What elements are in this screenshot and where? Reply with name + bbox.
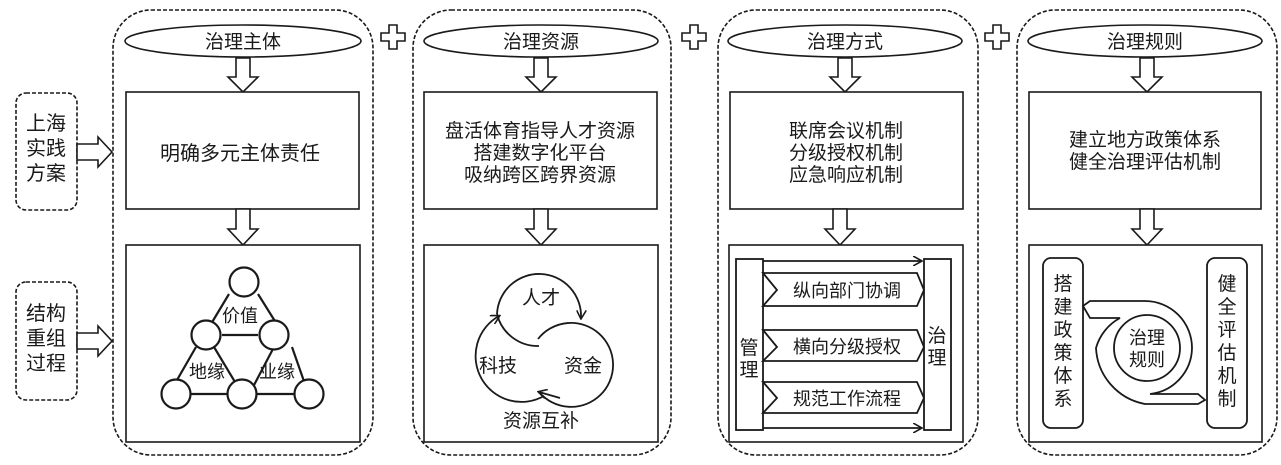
chevron-arrow — [760, 329, 925, 362]
vertical-char: 搭 — [1053, 273, 1072, 295]
panel-box-text: 应急响应机制 — [789, 164, 903, 186]
arrow-down-icon — [226, 57, 260, 94]
policy-system-label: 搭建政策体系 — [1053, 273, 1072, 410]
network-edge — [213, 346, 239, 388]
manage-to-govern-figure — [735, 258, 952, 431]
rule-center-label: 规则 — [1129, 350, 1165, 371]
network-label-industry: 业缘 — [259, 362, 295, 383]
vertical-char: 制 — [1217, 388, 1236, 410]
cycle-arc-talent — [496, 273, 581, 318]
panel-title: 治理方式 — [807, 31, 883, 53]
plus-icon — [380, 24, 406, 50]
rule-center-circle — [1113, 314, 1181, 382]
vertical-char: 评 — [1217, 319, 1236, 341]
arrow-down-icon — [524, 57, 558, 94]
arrow-down-icon — [226, 208, 260, 247]
evaluation-label: 健全评估机制 — [1217, 273, 1236, 410]
rule-loop-figure — [1042, 257, 1248, 429]
panel-governance-methods: 治理方式 联席会议机制 分级授权机制 应急响应机制 管理 治理 纵向部门协调 横… — [717, 9, 979, 456]
network-edge — [252, 346, 275, 388]
vertical-char: 系 — [1053, 388, 1072, 410]
rule-center-label: 治理 — [1129, 328, 1165, 349]
arrow-down-icon — [828, 57, 862, 94]
left-label-line: 上海 — [26, 111, 66, 135]
panel-title: 治理主体 — [205, 31, 281, 53]
cycle-arc-tech — [474, 316, 545, 403]
cycle-label-tech: 科技 — [479, 355, 517, 377]
panel-box-text: 搭建数字化平台 — [473, 142, 606, 164]
arrow-right-icon — [76, 323, 114, 359]
chevron-label: 规范工作流程 — [793, 389, 901, 410]
govern-label: 治理 — [927, 325, 946, 369]
arrow-down-icon — [524, 208, 558, 247]
cycle-arc-funds-tail — [539, 392, 561, 398]
arrow-down-icon — [1130, 57, 1164, 94]
panel-governance-rules: 治理规则 建立地方政策体系 健全治理评估机制 治理 规则 搭建政策体系 健全评估… — [1016, 9, 1278, 456]
vertical-char: 策 — [1053, 342, 1072, 364]
chevron-arrow — [761, 272, 925, 307]
arrow-down-icon — [1130, 208, 1164, 247]
chevron-label: 纵向部门协调 — [793, 281, 901, 302]
cycle-arc-funds — [537, 321, 614, 408]
network-label-value: 价值 — [222, 306, 258, 327]
cycle-caption: 资源互补 — [503, 410, 579, 432]
vertical-char: 政 — [1053, 319, 1072, 341]
vertical-char: 机 — [1217, 365, 1236, 387]
network-node — [190, 319, 222, 351]
arrow-right-icon — [76, 134, 114, 170]
manage-label: 管理 — [739, 337, 758, 381]
network-node — [293, 378, 325, 410]
network-label-geo: 地缘 — [189, 362, 225, 383]
panel-box-text: 明确多元主体责任 — [160, 141, 320, 165]
panel-governance-resources: 治理资源 盘活体育指导人才资源 搭建数字化平台 吸纳跨区跨界资源 人才 科技 资… — [412, 9, 672, 456]
vertical-char: 健 — [1217, 273, 1236, 295]
network-node — [160, 378, 192, 410]
panel-box-text: 盘活体育指导人才资源 — [445, 120, 635, 142]
network-node — [228, 266, 260, 298]
panel-box-text: 联席会议机制 — [789, 120, 903, 142]
vertical-char: 全 — [1217, 296, 1236, 318]
plus-icon — [984, 24, 1010, 50]
network-node — [226, 378, 258, 410]
policy-system-column — [1042, 257, 1084, 429]
arrow-down-icon — [823, 208, 857, 247]
plus-icon — [681, 24, 707, 50]
vertical-char: 建 — [1053, 296, 1072, 318]
panel-box-text: 分级授权机制 — [789, 142, 903, 164]
panel-box-text: 健全治理评估机制 — [1069, 151, 1221, 173]
left-label-structure-reorganization: 结构 重组 过程 — [15, 281, 78, 401]
cycle-label-talent: 人才 — [522, 287, 560, 309]
triangle-network-figure — [160, 266, 325, 410]
panel-box-text: 吸纳跨区跨界资源 — [464, 164, 616, 186]
panel-title: 治理规则 — [1107, 31, 1183, 53]
network-node — [258, 319, 290, 351]
left-label-line: 结构 — [26, 301, 66, 325]
vertical-char: 体 — [1053, 365, 1072, 387]
panel-title: 治理资源 — [503, 31, 579, 53]
manage-column — [735, 258, 764, 431]
chevron-label: 横向分级授权 — [793, 337, 901, 358]
left-label-line: 重组 — [26, 326, 66, 350]
govern-column — [923, 258, 952, 431]
left-label-line: 过程 — [26, 351, 66, 375]
panel-box-text: 建立地方政策体系 — [1069, 129, 1221, 151]
chevron-arrow — [760, 381, 925, 414]
evaluation-column — [1206, 257, 1248, 429]
cycle-label-funds: 资金 — [564, 355, 602, 377]
panel-governance-subject: 治理主体 明确多元主体责任 价值 地缘 业缘 — [112, 9, 374, 456]
left-label-shanghai-practice: 上海 实践 方案 — [15, 92, 78, 211]
left-label-line: 实践 — [26, 136, 66, 160]
left-label-line: 方案 — [26, 161, 66, 185]
resource-cycle-figure — [474, 273, 614, 408]
vertical-char: 估 — [1217, 342, 1236, 364]
